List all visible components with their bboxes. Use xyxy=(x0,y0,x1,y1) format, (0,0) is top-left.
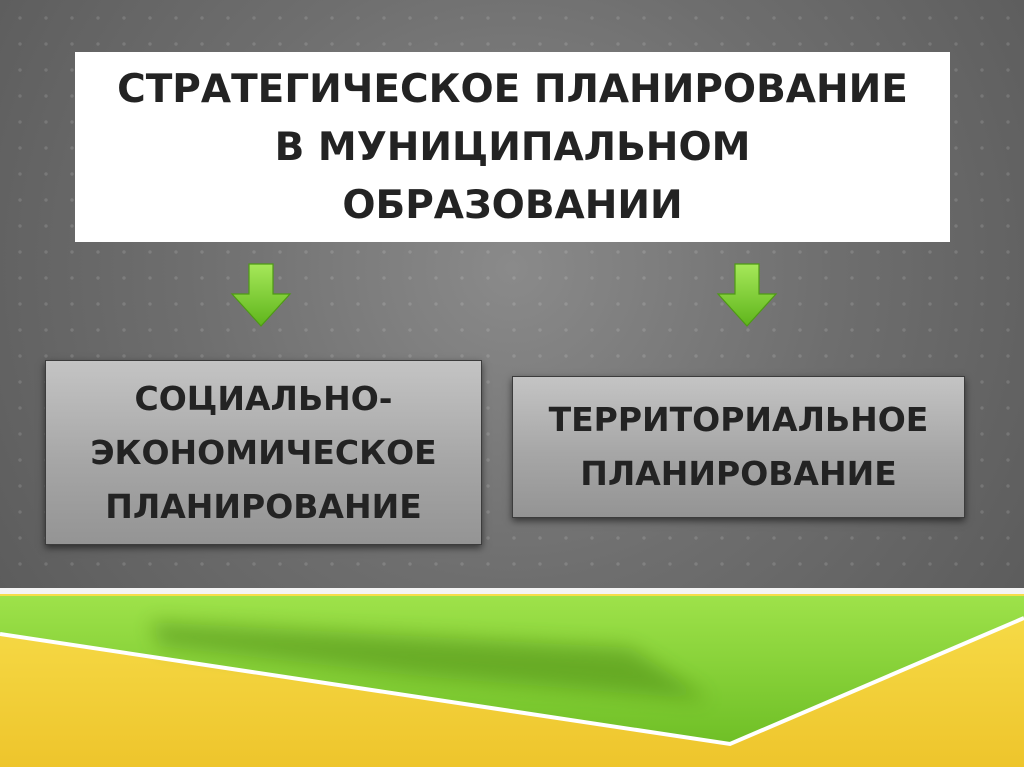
arrow-down-icon xyxy=(716,263,778,327)
socio-economic-planning-box: СОЦИАЛЬНО- ЭКОНОМИЧЕСКОЕ ПЛАНИРОВАНИЕ xyxy=(45,360,482,545)
box-line: ПЛАНИРОВАНИЕ xyxy=(580,454,897,493)
box-line: ПЛАНИРОВАНИЕ xyxy=(105,486,422,526)
box-line: ЭКОНОМИЧЕСКОЕ xyxy=(90,432,437,472)
box-line: СОЦИАЛЬНО- xyxy=(134,378,393,418)
title-line: СТРАТЕГИЧЕСКОЕ ПЛАНИРОВАНИЕ xyxy=(117,67,908,112)
territorial-planning-box: ТЕРРИТОРИАЛЬНОЕ ПЛАНИРОВАНИЕ xyxy=(512,376,965,518)
title-line: ОБРАЗОВАНИИ xyxy=(342,183,683,228)
box-line: ТЕРРИТОРИАЛЬНОЕ xyxy=(548,400,929,439)
title-box: СТРАТЕГИЧЕСКОЕ ПЛАНИРОВАНИЕ В МУНИЦИПАЛЬ… xyxy=(75,52,950,242)
arrow-down-icon xyxy=(230,263,292,327)
title-line: В МУНИЦИПАЛЬНОМ xyxy=(274,125,751,170)
decorative-bottom-band xyxy=(0,588,1024,767)
